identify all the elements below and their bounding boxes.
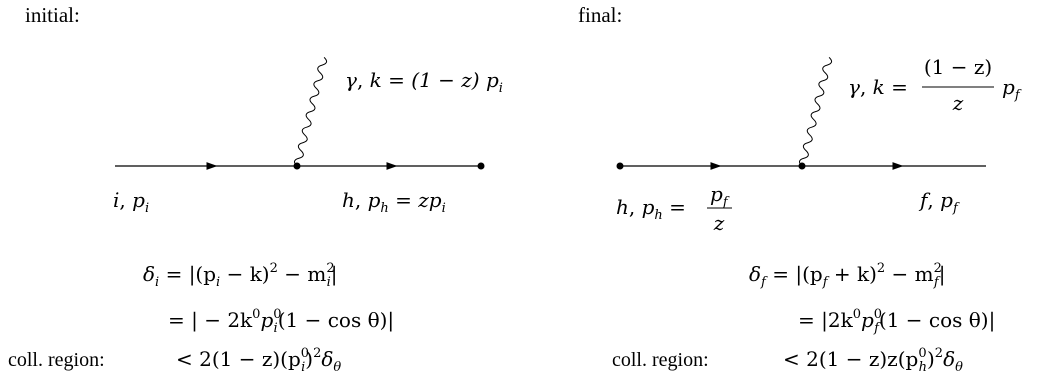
initial-panel: initial: γ, k = (1 − z) pi i, pi h, ph =… <box>8 3 503 375</box>
final-startpoint <box>616 162 624 170</box>
final-photon-line <box>799 56 833 167</box>
final-coll-region-label: coll. region: <box>612 349 709 371</box>
final-heading: final: <box>578 3 622 27</box>
final-photon-frac-den: z <box>952 91 964 115</box>
final-incoming-frac-num: pf <box>710 182 730 210</box>
initial-endpoint <box>477 162 485 170</box>
final-incoming-frac-den: z <box>713 211 725 235</box>
initial-photon-label: γ, k = (1 − z) pi <box>345 68 503 96</box>
final-photon-momentum: pf <box>1002 75 1022 103</box>
final-panel: final: γ, k = (1 − z) z pf h, ph = pf z … <box>578 3 1022 375</box>
final-photon-frac-num: (1 − z) <box>924 55 992 79</box>
initial-outgoing-label: h, ph = zpi <box>342 188 446 216</box>
initial-photon-line <box>294 56 328 167</box>
final-photon-label: γ, k = <box>848 75 908 99</box>
final-incoming-label: h, ph = <box>616 195 686 223</box>
initial-heading: initial: <box>25 3 80 27</box>
final-outgoing-label: f, pf <box>918 188 960 216</box>
initial-incoming-label: i, pi <box>113 188 149 216</box>
initial-coll-region-label: coll. region: <box>8 349 105 371</box>
